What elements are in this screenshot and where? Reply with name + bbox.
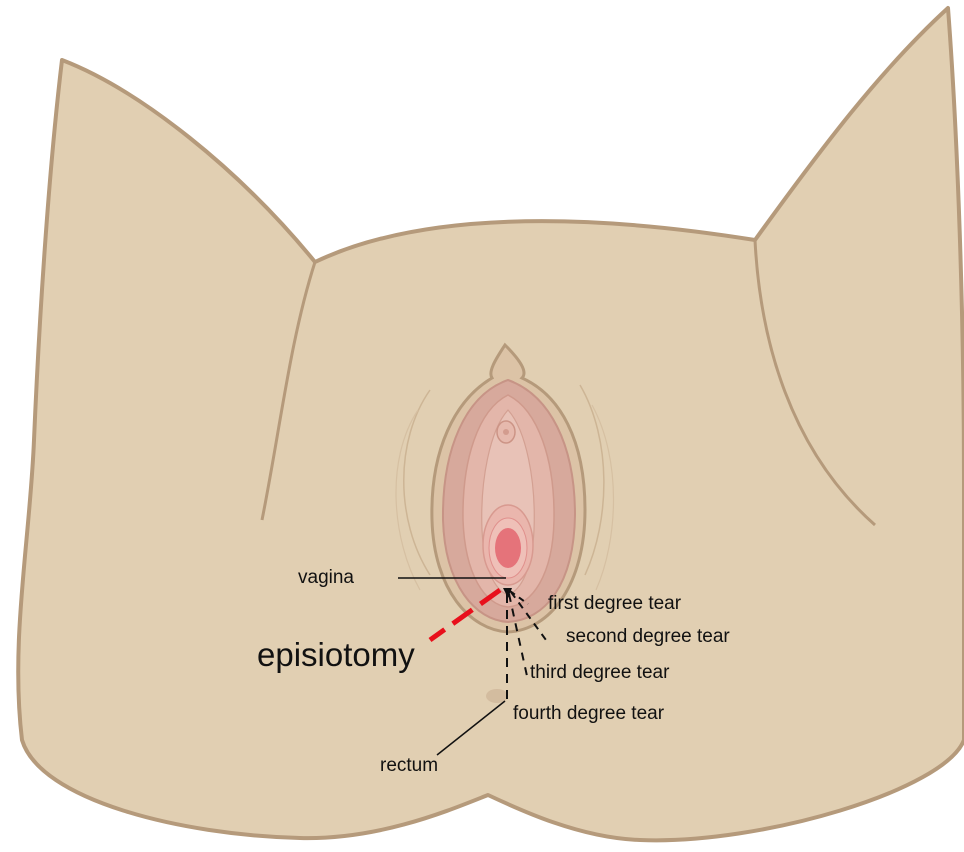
label-vagina: vagina bbox=[298, 567, 354, 588]
clitoris-center bbox=[503, 429, 509, 435]
label-rectum: rectum bbox=[380, 755, 438, 776]
vaginal-opening bbox=[495, 528, 521, 568]
label-second-degree-tear: second degree tear bbox=[566, 626, 730, 647]
label-third-degree-tear: third degree tear bbox=[530, 662, 670, 683]
label-first-degree-tear: first degree tear bbox=[548, 593, 682, 614]
label-fourth-degree-tear: fourth degree tear bbox=[513, 703, 665, 724]
label-episiotomy: episiotomy bbox=[257, 636, 415, 673]
